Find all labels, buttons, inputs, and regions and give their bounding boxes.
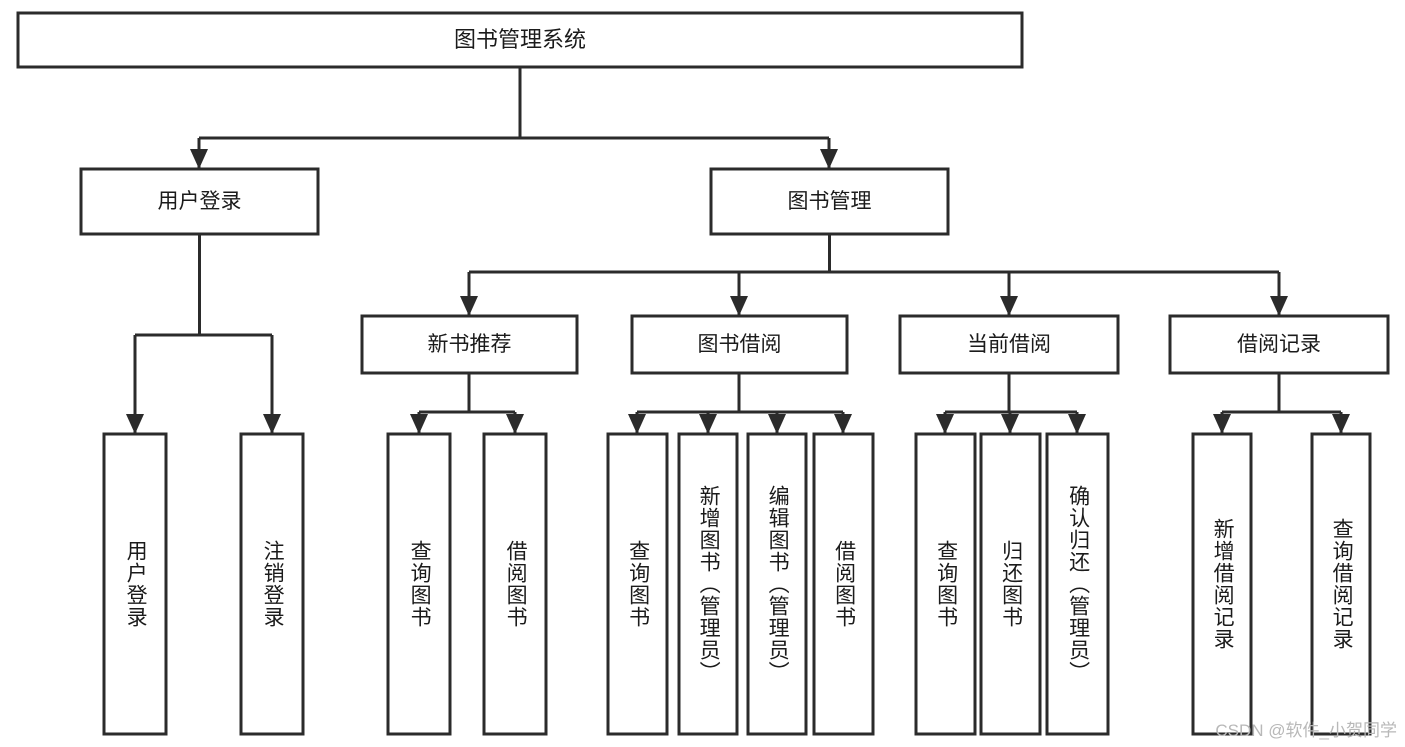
arrow-head-icon [820, 149, 838, 169]
level3-label-3: 借阅记录 [1237, 333, 1321, 356]
leaf-box-7[interactable] [812, 432, 875, 736]
arrow-head-icon [834, 414, 852, 434]
level3-box-0[interactable] [360, 314, 579, 375]
arrow-head-icon [126, 414, 144, 434]
leaf-box-12[interactable] [1310, 432, 1372, 736]
leaf-box-9[interactable] [979, 432, 1042, 736]
leaf-box-0[interactable] [102, 432, 168, 736]
arrow-head-icon [699, 414, 717, 434]
arrow-head-icon [190, 149, 208, 169]
leaf-box-2[interactable] [386, 432, 452, 736]
level2-box-1[interactable] [709, 167, 950, 236]
leaf-box-6[interactable] [746, 432, 808, 736]
arrow-head-icon [628, 414, 646, 434]
arrow-head-icon [1213, 414, 1231, 434]
leaf-box-8[interactable] [914, 432, 977, 736]
leaf-box-1[interactable] [239, 432, 305, 736]
level3-box-1[interactable] [630, 314, 849, 375]
level3-box-2[interactable] [898, 314, 1120, 375]
arrow-head-icon [410, 414, 428, 434]
arrow-head-icon [460, 296, 478, 316]
arrow-head-icon [506, 414, 524, 434]
level2-label-0: 用户登录 [158, 190, 242, 213]
level2-label-1: 图书管理 [788, 190, 872, 213]
watermark: CSDN @软件_小贺同学 [1215, 721, 1397, 740]
root-label-0: 图书管理系统 [454, 27, 586, 52]
arrow-head-icon [1000, 296, 1018, 316]
level3-label-2: 当前借阅 [967, 333, 1051, 356]
leaf-box-10[interactable] [1045, 432, 1110, 736]
leaf-box-3[interactable] [482, 432, 548, 736]
connector-layer [126, 67, 1350, 434]
arrow-head-icon [730, 296, 748, 316]
arrow-head-icon [1068, 414, 1086, 434]
arrow-head-icon [1270, 296, 1288, 316]
arrow-head-icon [936, 414, 954, 434]
node-layer [16, 11, 1390, 736]
level2-box-0[interactable] [79, 167, 320, 236]
level3-label-0: 新书推荐 [428, 333, 512, 356]
arrow-head-icon [768, 414, 786, 434]
arrow-head-icon [1332, 414, 1350, 434]
leaf-box-4[interactable] [606, 432, 669, 736]
level3-label-1: 图书借阅 [698, 333, 782, 356]
arrow-head-icon [263, 414, 281, 434]
root-box-0[interactable] [16, 11, 1024, 69]
leaf-box-5[interactable] [677, 432, 739, 736]
level3-box-3[interactable] [1168, 314, 1390, 375]
arrow-head-icon [1001, 414, 1019, 434]
leaf-box-11[interactable] [1191, 432, 1253, 736]
